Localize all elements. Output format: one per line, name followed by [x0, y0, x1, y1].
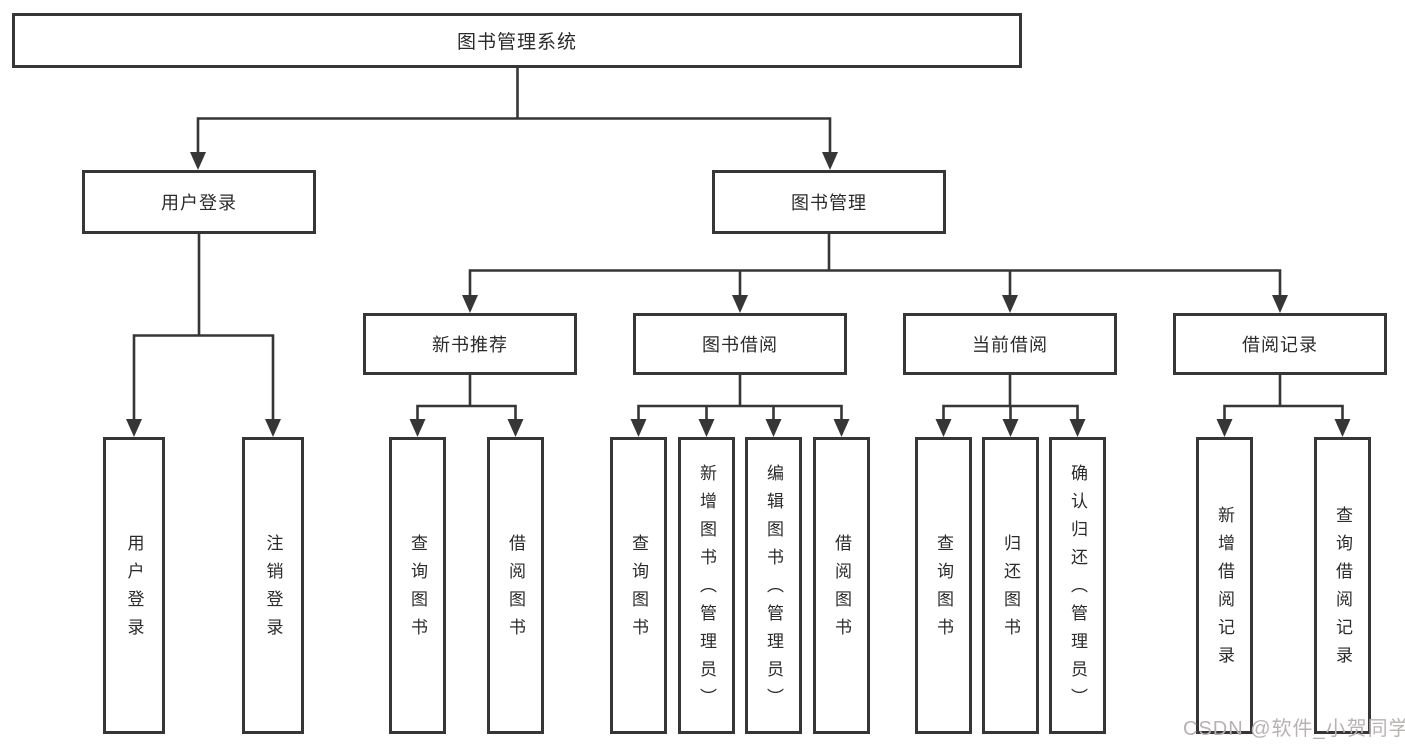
node-book-borrow: 图书借阅 [633, 313, 847, 375]
leaf-edit-books-admin: 编辑图书（管理员） [745, 437, 802, 734]
leaf-add-books-admin: 新增图书（管理员） [678, 437, 735, 734]
csdn-watermark: CSDN @软件_小贺同学 [1183, 718, 1405, 740]
leaf-recommend-query-books: 查询图书 [389, 437, 446, 734]
leaf-return-books: 归还图书 [982, 437, 1039, 734]
leaf-query-borrow-record: 查询借阅记录 [1314, 437, 1371, 734]
leaf-logout: 注销登录 [242, 437, 304, 734]
node-root-system: 图书管理系统 [12, 13, 1022, 68]
leaf-add-borrow-record: 新增借阅记录 [1196, 437, 1253, 734]
leaf-user-login: 用户登录 [103, 437, 165, 734]
node-borrow-records: 借阅记录 [1173, 313, 1387, 375]
node-current-borrow: 当前借阅 [903, 313, 1117, 375]
node-user-login: 用户登录 [82, 170, 316, 234]
leaf-current-query-books: 查询图书 [915, 437, 972, 734]
leaf-recommend-borrow-books: 借阅图书 [487, 437, 544, 734]
leaf-confirm-return-admin: 确认归还（管理员） [1049, 437, 1106, 734]
node-book-management: 图书管理 [712, 170, 946, 234]
leaf-borrow-query-books: 查询图书 [610, 437, 667, 734]
node-new-book-recommend: 新书推荐 [363, 313, 577, 375]
leaf-borrow-books: 借阅图书 [813, 437, 870, 734]
